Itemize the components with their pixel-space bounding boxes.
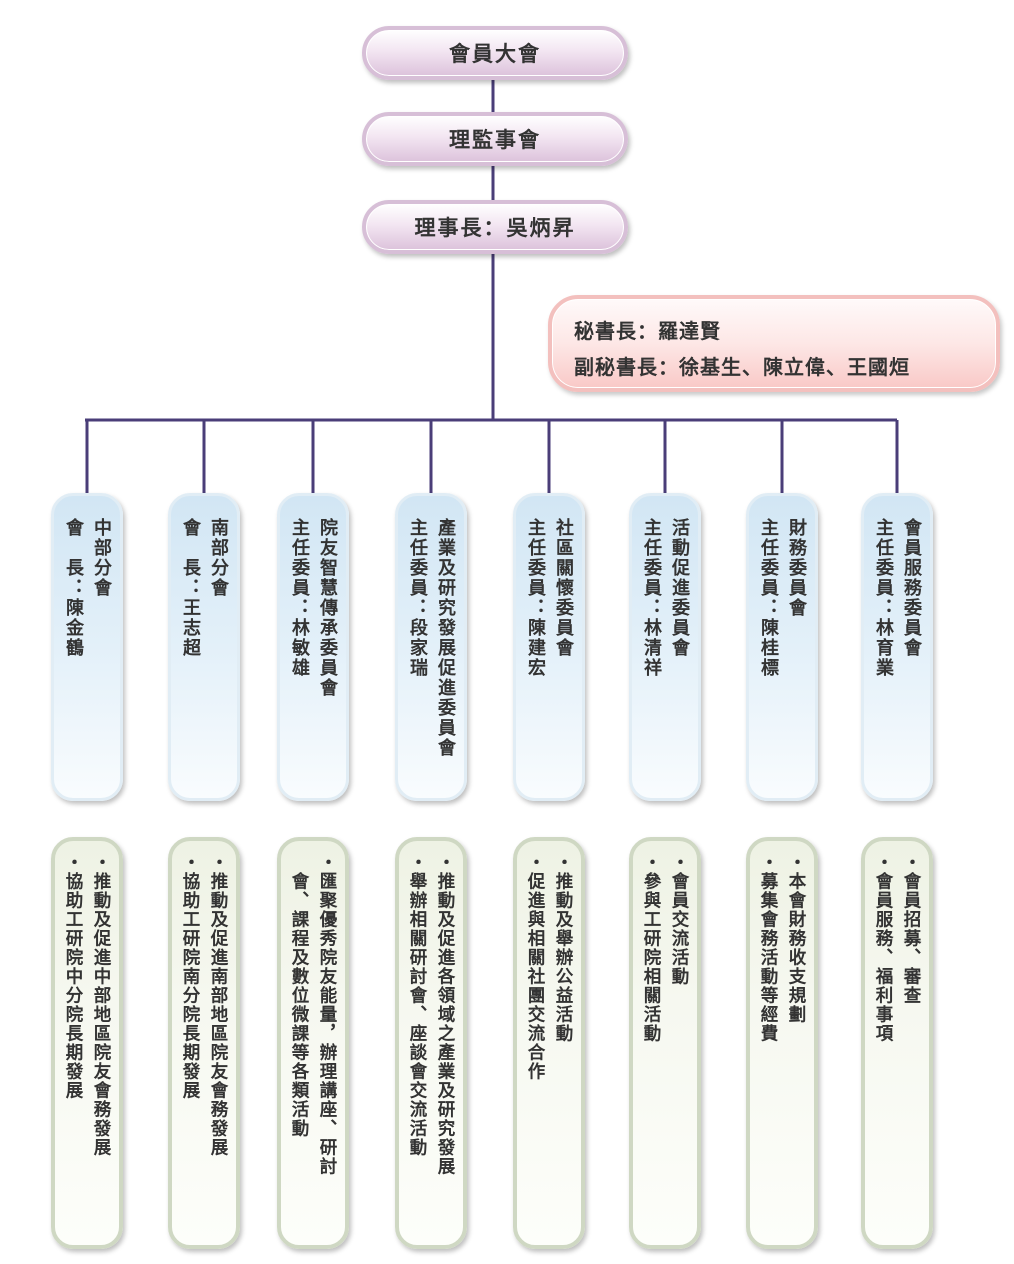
committee-box-industry-research: 產業及研究發展促進委員會主任委員：段家瑞 <box>395 493 467 801</box>
duty-item: ・募集會務活動等經費 <box>758 853 778 1043</box>
secretary-general-label: 秘書長：羅達賢 <box>574 319 721 343</box>
committee-head: 會 長：王志超 <box>180 518 201 658</box>
committee-head: 主任委員：林育業 <box>873 518 894 678</box>
duty-box-industry-research: ・推動及促進各領域之產業及研究發展・舉辦相關研討會、座談會交流活動 <box>395 837 467 1249</box>
duty-item: ・推動及促進各領域之產業及研究發展 <box>435 853 455 1176</box>
committee-box-central-branch: 中部分會會 長：陳金鶴 <box>51 493 123 801</box>
duty-box-southern-branch: ・推動及促進南部地區院友會務發展・協助工研院南分院長期發展 <box>168 837 240 1249</box>
committee-box-southern-branch: 南部分會會 長：王志超 <box>168 493 240 801</box>
duty-box-wisdom-heritage: ・匯聚優秀院友能量，辦理講座、研討 會、課程及數位微課等各類活動 <box>277 837 349 1249</box>
duty-item: ・匯聚優秀院友能量，辦理講座、研討 <box>317 853 337 1176</box>
duty-item: ・推動及促進南部地區院友會務發展 <box>208 853 228 1157</box>
committee-head: 主任委員：陳建宏 <box>525 518 546 678</box>
committee-box-wisdom-heritage: 院友智慧傳承委員會主任委員：林敏雄 <box>277 493 349 801</box>
committee-box-community-care: 社區關懷委員會主任委員：陳建宏 <box>513 493 585 801</box>
duty-box-activities: ・會員交流活動・參與工研院相關活動 <box>629 837 701 1249</box>
duty-item: ・推動及舉辦公益活動 <box>553 853 573 1043</box>
committee-box-activities: 活動促進委員會主任委員：林清祥 <box>629 493 701 801</box>
duty-item: ・促進與相關社團交流合作 <box>525 853 545 1081</box>
chairman-label: 理事長：吳炳昇 <box>414 216 576 240</box>
committee-name: 中部分會 <box>91 518 112 598</box>
committee-head: 主任委員：陳桂標 <box>758 518 779 678</box>
duty-box-member-services: ・會員招募、審查・會員服務、福利事項 <box>861 837 933 1249</box>
committee-name: 產業及研究發展促進委員會 <box>435 518 456 758</box>
committee-head: 會 長：陳金鶴 <box>63 518 84 658</box>
board-label: 理監事會 <box>449 128 541 152</box>
committee-name: 財務委員會 <box>786 518 807 618</box>
board-node: 理監事會 <box>362 112 628 166</box>
duty-box-finance: ・本會財務收支規劃・募集會務活動等經費 <box>746 837 818 1249</box>
committee-head: 主任委員：林敏雄 <box>289 518 310 678</box>
duty-item: ・協助工研院中分院長期發展 <box>63 853 83 1100</box>
deputy-secretaries-label: 副秘書長：徐基生、陳立偉、王國烜 <box>574 355 910 379</box>
general-assembly-node: 會員大會 <box>362 26 628 80</box>
committee-name: 會員服務委員會 <box>901 518 922 658</box>
committee-name: 院友智慧傳承委員會 <box>317 518 338 698</box>
duty-item: ・舉辦相關研討會、座談會交流活動 <box>407 853 427 1157</box>
duty-item: ・推動及促進中部地區院友會務發展 <box>91 853 111 1157</box>
committee-name: 南部分會 <box>208 518 229 598</box>
committee-head: 主任委員：林清祥 <box>641 518 662 678</box>
committee-name: 社區關懷委員會 <box>553 518 574 658</box>
duty-item: ・會員交流活動 <box>669 853 689 986</box>
committee-head: 主任委員：段家瑞 <box>407 518 428 678</box>
duty-item: 會、課程及數位微課等各類活動 <box>289 853 309 1138</box>
duty-item: ・本會財務收支規劃 <box>786 853 806 1024</box>
general-assembly-label: 會員大會 <box>449 42 541 66</box>
chairman-node: 理事長：吳炳昇 <box>362 200 628 254</box>
duty-box-central-branch: ・推動及促進中部地區院友會務發展・協助工研院中分院長期發展 <box>51 837 123 1249</box>
committee-name: 活動促進委員會 <box>669 518 690 658</box>
committee-box-finance: 財務委員會主任委員：陳桂標 <box>746 493 818 801</box>
duty-item: ・會員招募、審查 <box>901 853 921 1005</box>
duty-box-community-care: ・推動及舉辦公益活動・促進與相關社團交流合作 <box>513 837 585 1249</box>
secretariat-box: 秘書長：羅達賢 副秘書長：徐基生、陳立偉、王國烜 <box>548 295 1000 392</box>
duty-item: ・協助工研院南分院長期發展 <box>180 853 200 1100</box>
duty-item: ・會員服務、福利事項 <box>873 853 893 1043</box>
duty-item: ・參與工研院相關活動 <box>641 853 661 1043</box>
committee-box-member-services: 會員服務委員會主任委員：林育業 <box>861 493 933 801</box>
